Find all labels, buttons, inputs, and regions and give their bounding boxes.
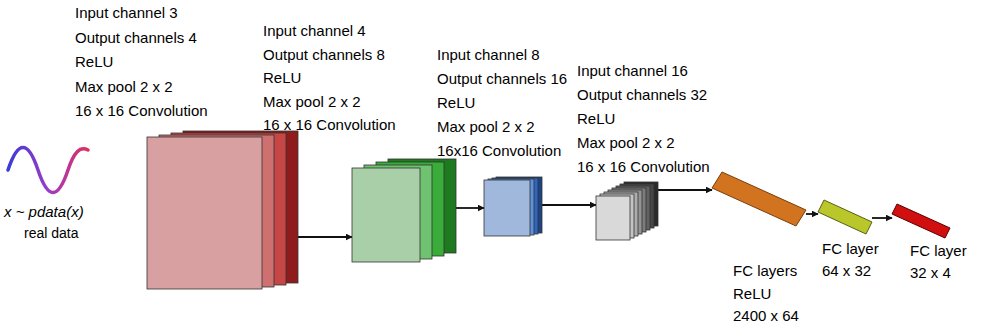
feature-map xyxy=(352,168,420,262)
flow-arrow xyxy=(298,236,352,238)
fc-layer-shape xyxy=(712,172,806,226)
fc-layer-band: FC layer64 x 32 xyxy=(818,200,872,234)
fc-layer-band: FC layersReLU2400 x 64 xyxy=(712,172,806,226)
feature-map xyxy=(596,196,630,240)
input-caption: real data xyxy=(24,224,78,242)
layer-spec-line: 16 x 16 Convolution xyxy=(577,158,710,176)
layer-spec-line: Max pool 2 x 2 xyxy=(263,93,361,111)
feature-map-stack xyxy=(484,177,542,236)
layer-spec-line: Output channels 16 xyxy=(437,70,567,88)
conv-layer-stack: Input channel 3Output channels 4ReLUMax … xyxy=(147,131,298,289)
flow-arrow xyxy=(542,204,596,206)
layer-spec-line: Max pool 2 x 2 xyxy=(577,134,675,152)
layer-spec-line: ReLU xyxy=(75,53,113,71)
feature-map-stack xyxy=(147,131,298,289)
conv-layer-stack: Input channel 16Output channels 32ReLUMa… xyxy=(596,182,658,240)
layer-spec-line: Output channels 32 xyxy=(577,86,707,104)
flow-arrow xyxy=(806,213,818,215)
fc-spec-line: ReLU xyxy=(733,285,771,303)
layer-spec-line: 16x16 Convolution xyxy=(437,142,561,160)
sine-wave xyxy=(8,148,88,193)
fc-layer-plane xyxy=(712,172,806,226)
flow-arrow xyxy=(872,217,892,219)
flow-arrow xyxy=(658,189,712,191)
feature-map-stack xyxy=(352,159,456,262)
layer-spec-line: ReLU xyxy=(263,69,301,87)
layer-spec-line: ReLU xyxy=(437,94,475,112)
layer-spec-line: 16 x 16 Convolution xyxy=(263,116,396,134)
fc-layer-plane xyxy=(892,204,950,238)
feature-map-stack xyxy=(596,182,658,240)
fc-spec-line: 2400 x 64 xyxy=(733,307,799,325)
conv-layer-stack: Input channel 4Output channels 8ReLUMax … xyxy=(352,159,456,262)
feature-map xyxy=(147,137,262,289)
layer-spec-line: Input channel 4 xyxy=(263,22,366,40)
fc-spec-line: 32 x 4 xyxy=(910,264,951,282)
fc-layer-plane xyxy=(818,200,872,234)
layer-spec-line: 16 x 16 Convolution xyxy=(75,102,208,120)
fc-layer-shape xyxy=(818,200,872,234)
layer-spec-line: Output channels 4 xyxy=(75,29,197,47)
fc-spec-line: 64 x 32 xyxy=(822,262,871,280)
layer-spec-line: ReLU xyxy=(577,110,615,128)
distribution-label: x ~ pdata(x) xyxy=(4,203,84,221)
layer-spec-line: Input channel 3 xyxy=(75,4,178,22)
feature-map xyxy=(484,180,530,236)
layer-spec-line: Input channel 16 xyxy=(577,62,688,80)
layer-spec-line: Input channel 8 xyxy=(437,46,540,64)
layer-spec-line: Max pool 2 x 2 xyxy=(437,118,535,136)
flow-arrow xyxy=(456,207,484,209)
layer-spec-line: Max pool 2 x 2 xyxy=(75,78,173,96)
conv-layer-stack: Input channel 8Output channels 16ReLUMax… xyxy=(484,177,542,236)
fc-layer-shape xyxy=(892,204,950,238)
fc-spec-line: FC layer xyxy=(822,240,879,258)
fc-layer-band: FC layer32 x 4 xyxy=(892,204,950,238)
fc-spec-line: FC layers xyxy=(733,262,797,280)
fc-spec-line: FC layer xyxy=(910,242,967,260)
layer-spec-line: Output channels 8 xyxy=(263,46,385,64)
